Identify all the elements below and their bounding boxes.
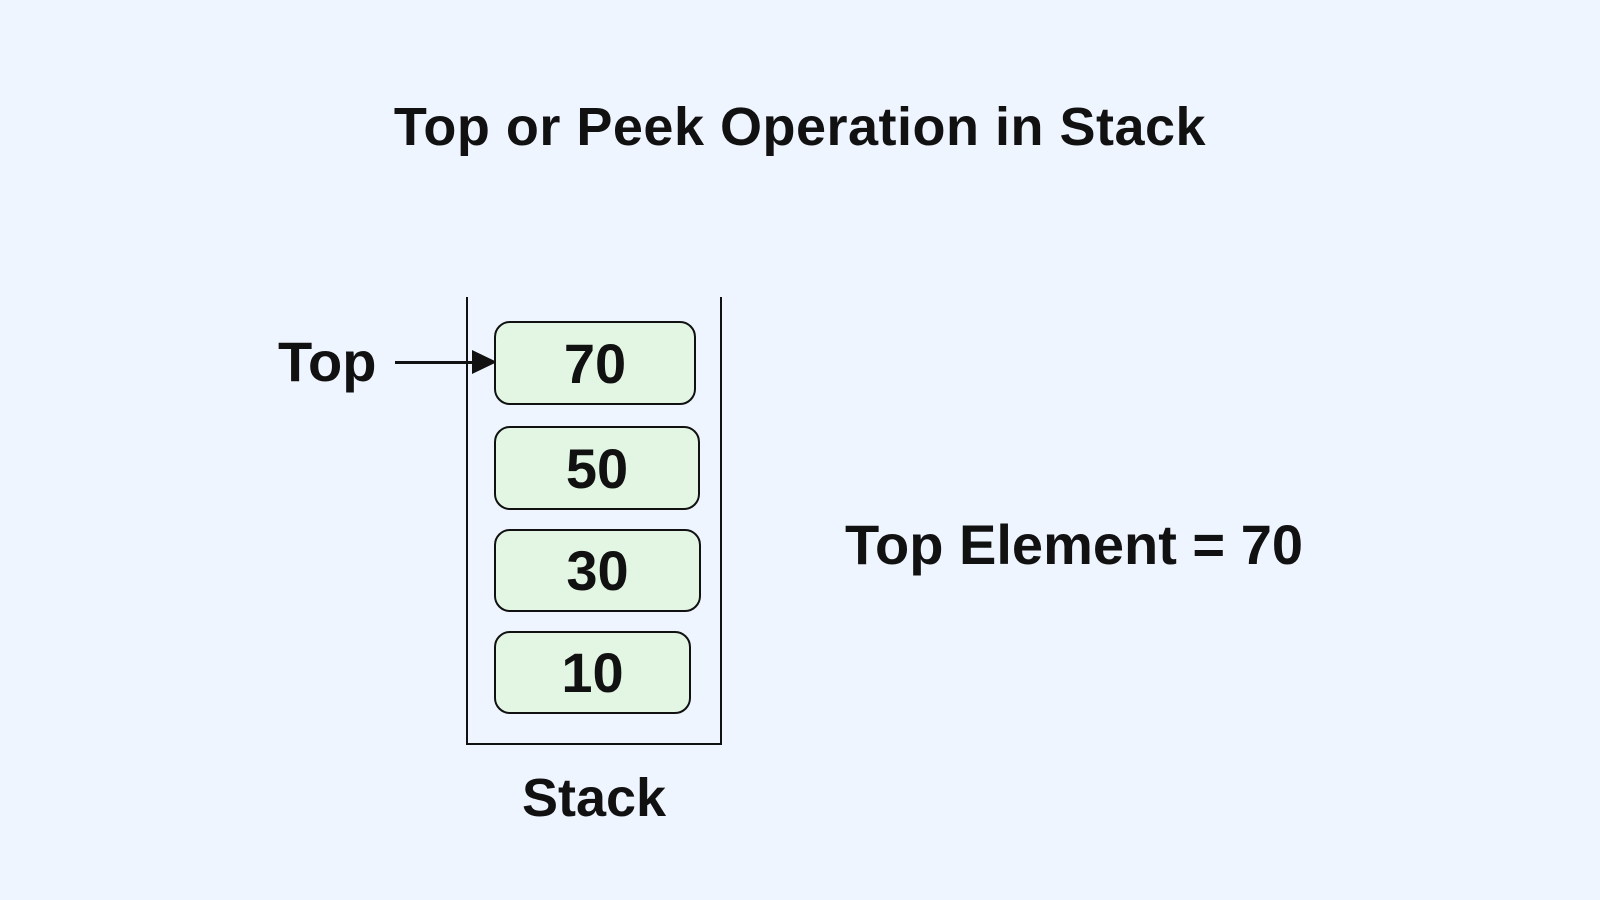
stack-label: Stack [521,768,667,828]
stack-element: 50 [494,426,700,510]
top-pointer-label: Top [278,330,377,393]
stack-element: 30 [494,529,701,612]
diagram-title: Top or Peek Operation in Stack [393,97,1207,157]
stack-element-top: 70 [494,321,696,405]
stack-element-bottom: 10 [494,631,691,714]
top-element-result: Top Element = 70 [845,513,1303,576]
top-pointer-arrow [395,361,473,364]
arrow-head-icon [472,350,497,374]
stack-container: 70 50 30 10 [466,297,722,745]
